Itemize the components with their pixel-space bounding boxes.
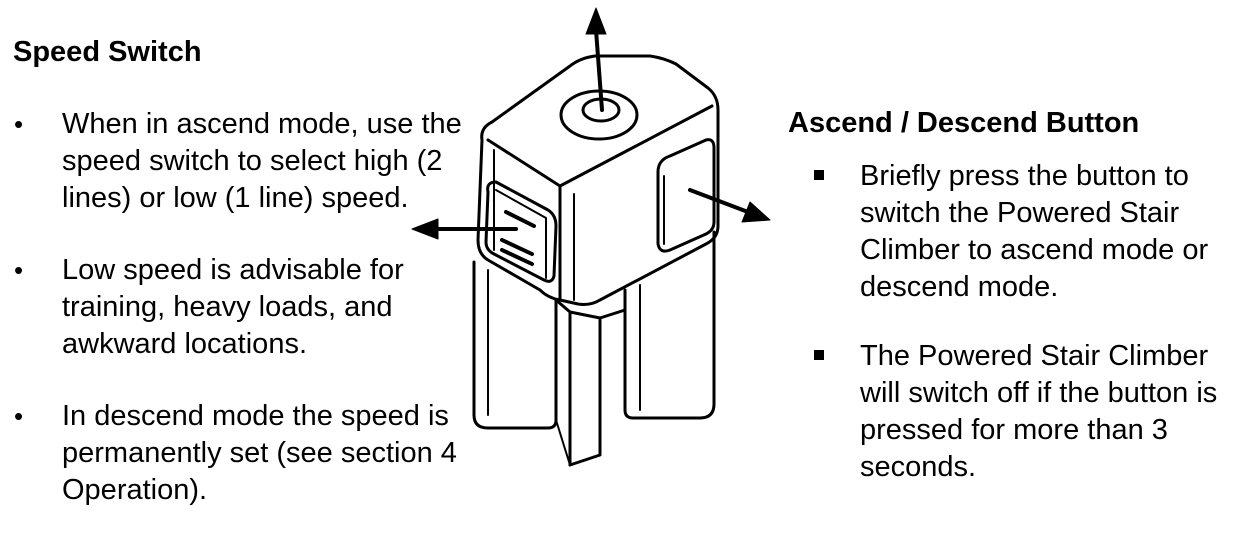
ascend-descend-heading: Ascend / Descend Button xyxy=(788,107,1140,139)
arrow-icon xyxy=(585,7,607,112)
ascend-descend-list: Briefly press the button to switch the P… xyxy=(814,158,1232,486)
handle-head xyxy=(476,54,720,306)
speed-switch-rocker xyxy=(484,180,558,283)
list-item: • In descend mode the speed is permanent… xyxy=(14,398,482,509)
square-bullet-icon xyxy=(814,170,824,180)
list-item: Briefly press the button to switch the P… xyxy=(814,158,1232,306)
bullet-marker: • xyxy=(14,401,24,431)
ascend-descend-button-shape xyxy=(656,138,716,253)
top-knob xyxy=(559,89,639,141)
square-bullet-icon xyxy=(814,350,824,360)
list-item-text: When in ascend mode, use the speed switc… xyxy=(62,108,462,214)
list-item-text: Low speed is advisable for training, hea… xyxy=(62,254,404,360)
arrow-icon xyxy=(688,188,771,223)
speed-switch-list: • When in ascend mode, use the speed swi… xyxy=(14,106,482,509)
bullet-marker: • xyxy=(14,109,24,139)
list-item: The Powered Stair Climber will switch of… xyxy=(814,338,1232,486)
list-item: • Low speed is advisable for training, h… xyxy=(14,252,482,363)
list-item: • When in ascend mode, use the speed swi… xyxy=(14,106,482,217)
list-item-text: In descend mode the speed is permanently… xyxy=(62,400,457,506)
arrow-icon xyxy=(411,218,518,240)
speed-switch-heading: Speed Switch xyxy=(13,36,202,68)
list-item-text: Briefly press the button to switch the P… xyxy=(860,160,1209,303)
stair-climber-handle-illustration xyxy=(411,7,771,467)
bullet-marker: • xyxy=(14,255,24,285)
handle-base xyxy=(472,230,716,467)
list-item-text: The Powered Stair Climber will switch of… xyxy=(860,340,1218,483)
